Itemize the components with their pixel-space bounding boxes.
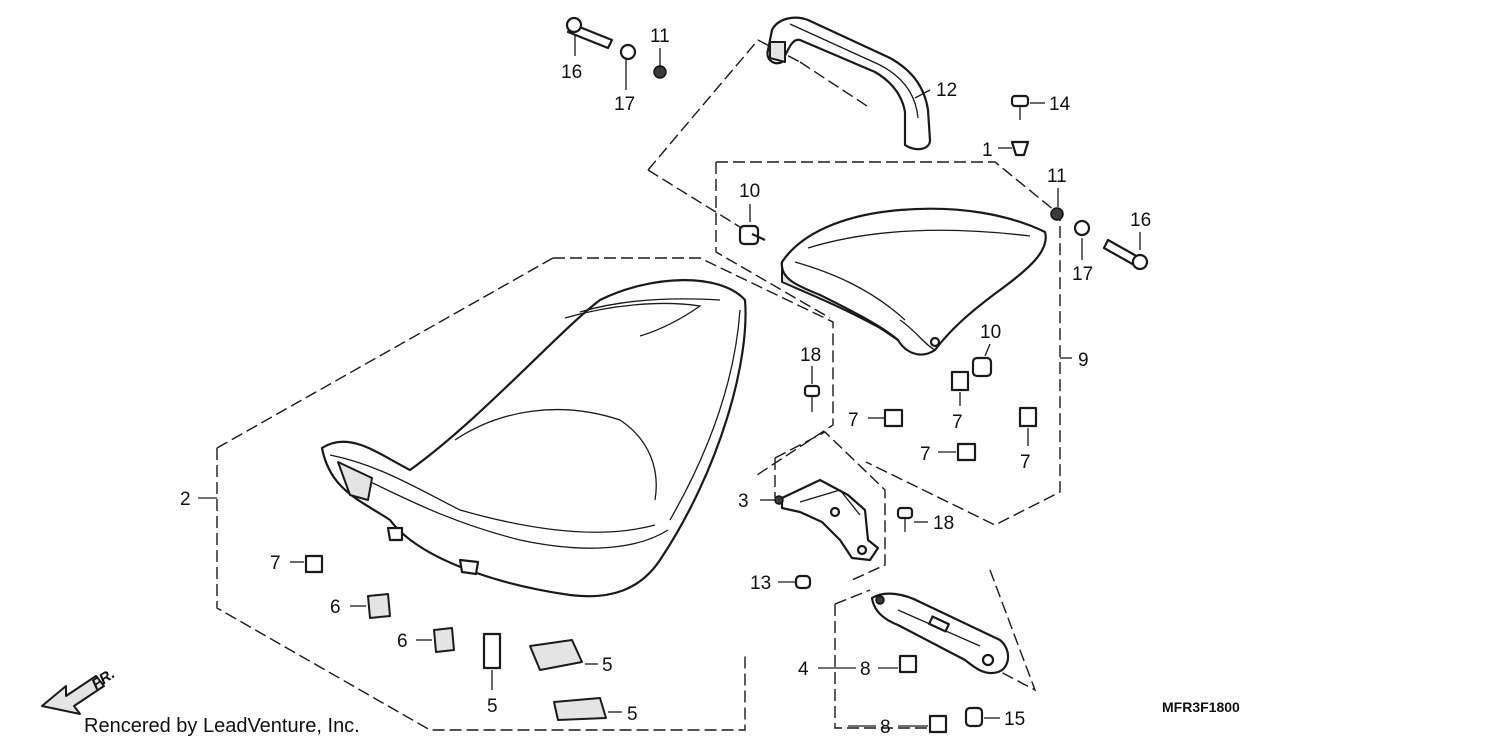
render-credit: Rencered by LeadVenture, Inc. [84, 715, 360, 737]
callout-7-c: 7 [920, 444, 931, 465]
seat-bracket [774, 478, 880, 562]
diagram-code: MFR3F1800 [1162, 699, 1240, 715]
washer-17-right [1073, 219, 1091, 237]
cushion-5-c [553, 697, 607, 721]
leader-lines [198, 35, 1141, 727]
callout-14: 14 [1049, 94, 1071, 115]
callout-7-b: 7 [952, 412, 963, 433]
collar-10-left [738, 224, 766, 246]
nut-1 [1010, 140, 1030, 157]
bolt-16-right [1102, 238, 1149, 271]
nut-7-a [883, 408, 904, 428]
lower-bracket-outline [834, 569, 1037, 729]
callout-17-top: 17 [614, 94, 635, 115]
bolt-16-top [565, 16, 614, 50]
nut-7-c [956, 442, 977, 462]
collar-10-right [971, 356, 993, 378]
bolt-18-lower [896, 506, 914, 532]
callout-3: 3 [738, 491, 749, 512]
callout-8-lower: 8 [880, 717, 891, 738]
callout-4: 4 [798, 659, 809, 680]
cushion-5-a [482, 632, 502, 670]
damper-6-a [367, 593, 391, 619]
callout-7-d: 7 [1020, 452, 1031, 473]
washer-17-top [619, 43, 637, 61]
callout-5-c: 5 [627, 704, 638, 725]
callout-8-upper: 8 [860, 659, 871, 680]
collar-11-top [653, 65, 667, 79]
nut-7-b [950, 370, 970, 392]
callout-17-right: 17 [1072, 264, 1093, 285]
nut-7-d [1018, 406, 1038, 428]
grab-rail-link-outline [647, 39, 871, 233]
callout-5-a: 5 [487, 696, 498, 717]
lower-bracket [870, 592, 1010, 675]
bolt-14 [1010, 94, 1030, 120]
bracket-group-outline [774, 431, 886, 581]
main-seat [320, 279, 747, 598]
nut-8-lower [928, 714, 948, 734]
callout-13: 13 [750, 573, 771, 594]
bolt-13 [794, 574, 812, 590]
grab-rail [766, 16, 932, 151]
callout-11-top: 11 [650, 26, 670, 47]
front-direction-arrow: FR. [41, 665, 118, 715]
callout-2: 2 [180, 489, 191, 510]
pillion-group-outline [715, 161, 1061, 526]
damper-6-b [433, 627, 455, 653]
cushion-5-b [529, 639, 583, 671]
callout-6-a: 6 [330, 597, 341, 618]
callout-12: 12 [936, 80, 957, 101]
callout-1: 1 [982, 140, 993, 161]
callout-7-main: 7 [270, 553, 281, 574]
callout-6-b: 6 [397, 631, 408, 652]
callout-18-upper: 18 [800, 345, 821, 366]
nut-8-upper [898, 654, 918, 674]
pillion-seat [780, 207, 1047, 356]
callout-9: 9 [1078, 350, 1089, 371]
callout-7-a: 7 [848, 410, 859, 431]
nut-7-main [304, 554, 324, 574]
callout-11-right: 11 [1047, 166, 1067, 187]
callout-16-right: 16 [1130, 210, 1151, 231]
callout-10-right: 10 [980, 322, 1001, 343]
callout-10-left: 10 [739, 181, 760, 202]
collar-11-right [1050, 207, 1064, 221]
callout-5-b: 5 [602, 655, 613, 676]
callout-15: 15 [1004, 709, 1025, 730]
bolt-15 [964, 706, 984, 728]
callout-18-lower: 18 [933, 513, 954, 534]
bolt-18-upper [803, 384, 821, 412]
callout-16-top: 16 [561, 62, 582, 83]
